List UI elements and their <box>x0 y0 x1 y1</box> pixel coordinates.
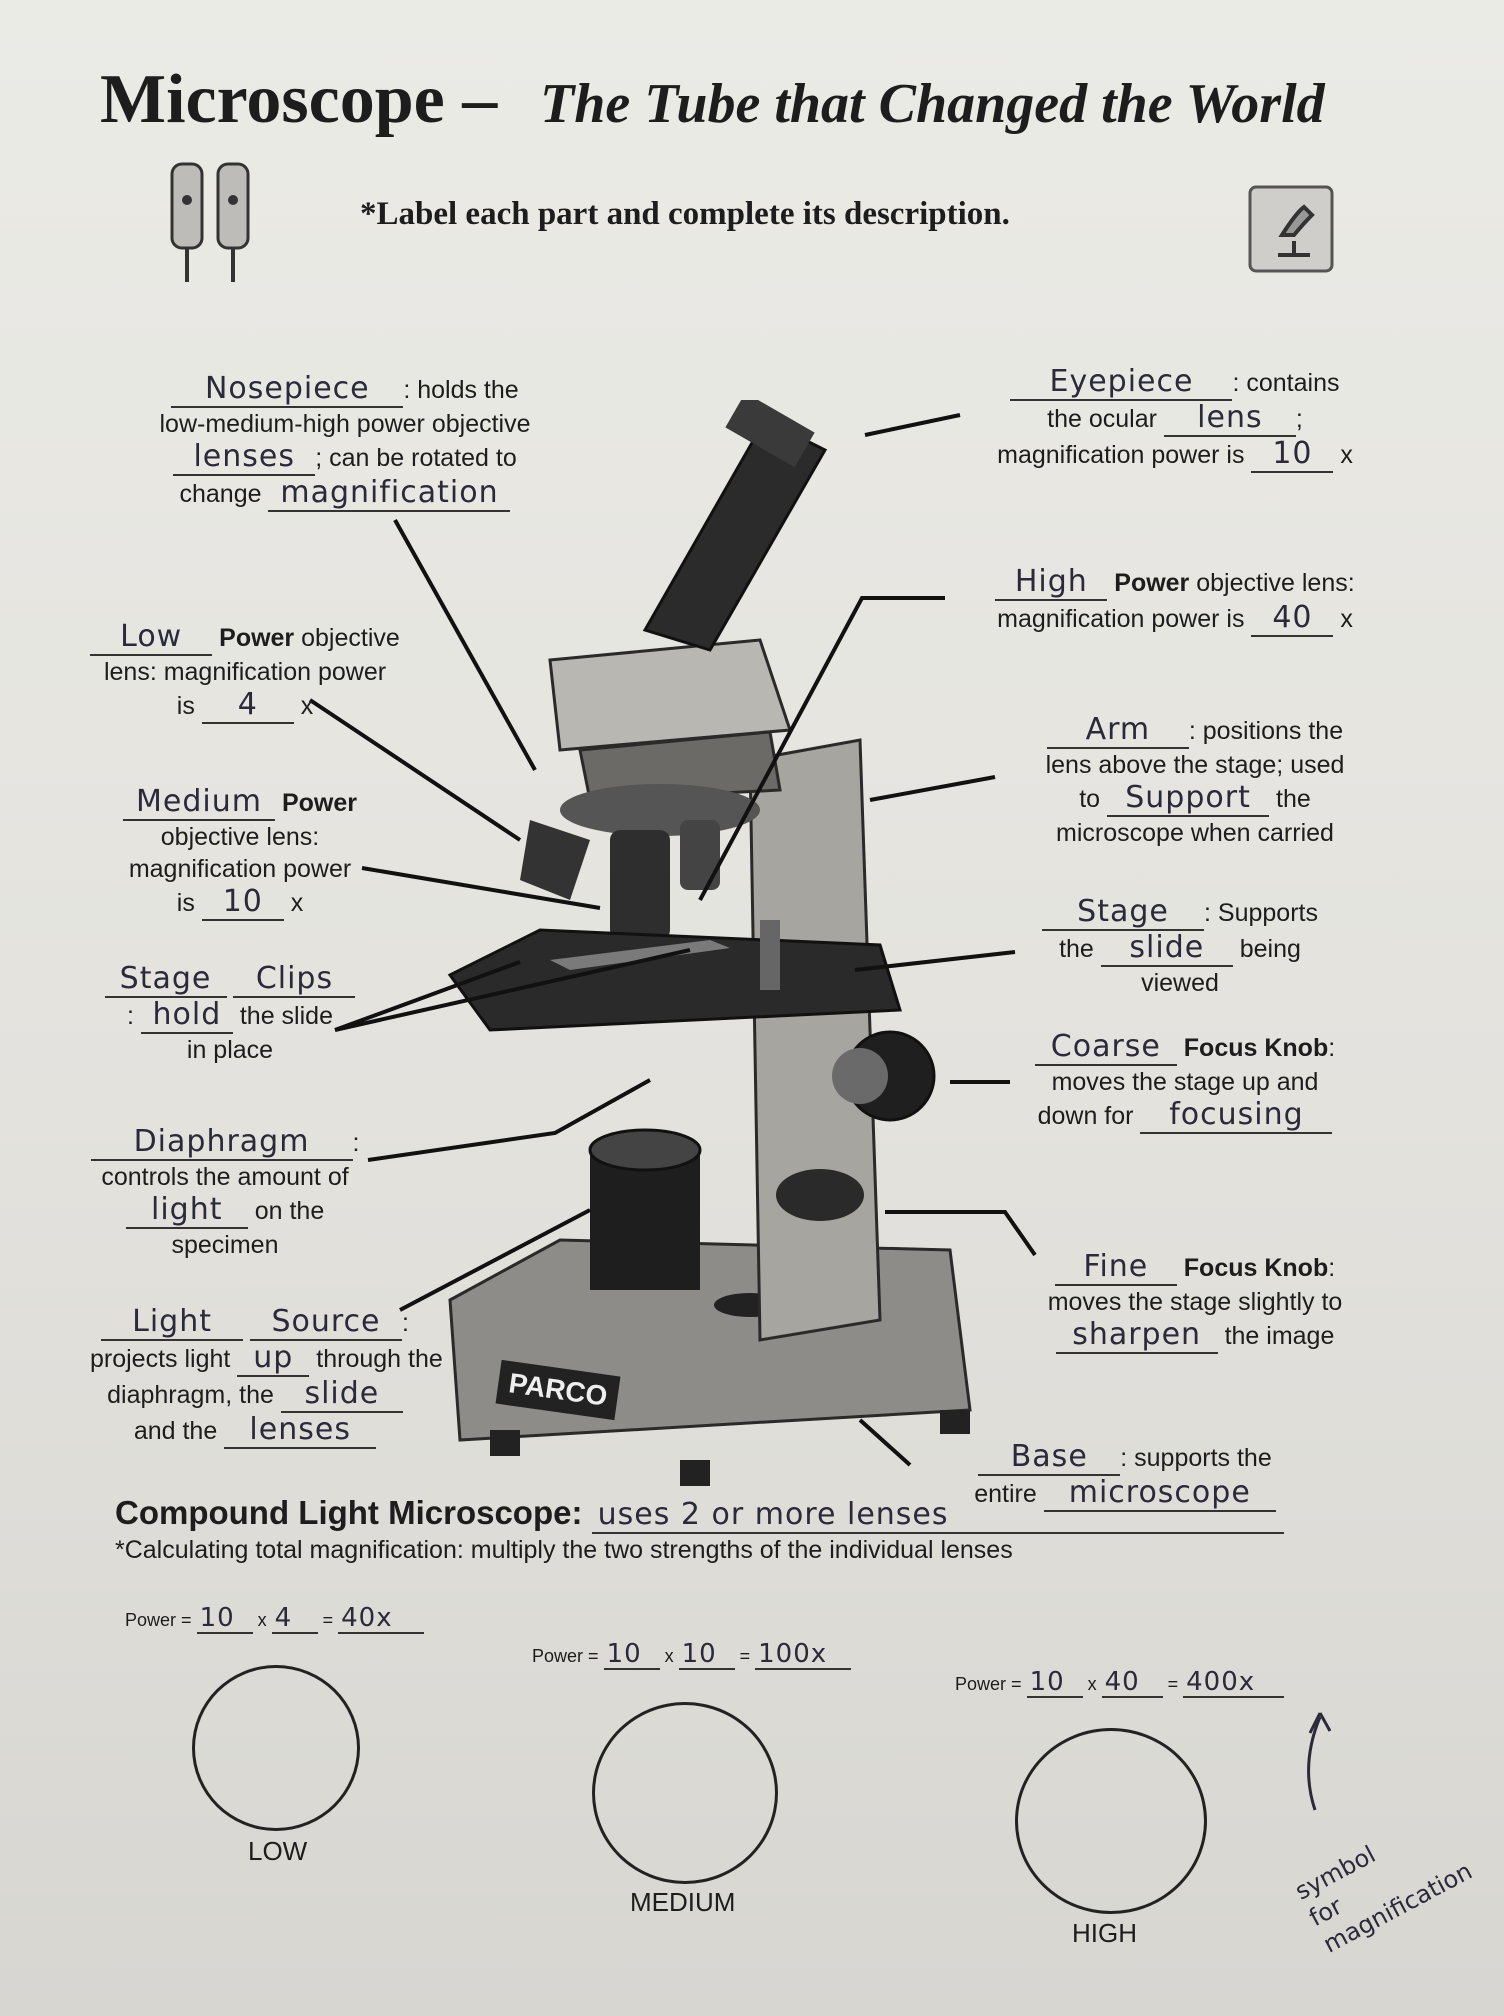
pointer-eyepiece <box>864 413 961 437</box>
stage-clips-label: Stage Clips : hold the slide in place <box>90 962 370 1066</box>
high-calc-result[interactable]: 400x <box>1183 1668 1285 1698</box>
page-subtitle: The Tube that Changed the World <box>540 73 1325 135</box>
eyepiece-answer[interactable]: Eyepiece <box>1010 365 1233 401</box>
page-title: Microscope – <box>100 61 498 138</box>
low-answer[interactable]: Low <box>90 620 213 656</box>
eyepiece-power-answer[interactable]: 10 <box>1251 437 1334 473</box>
low-calc-result[interactable]: 40x <box>338 1604 425 1634</box>
nosepiece-label: Nosepiece: holds the low-medium-high pow… <box>159 371 531 512</box>
nosepiece-lenses-answer[interactable]: lenses <box>173 440 316 476</box>
pointer-clips-2 <box>334 948 691 1032</box>
arm-support-answer[interactable]: Support <box>1107 781 1270 817</box>
compound-title: Compound Light Microscope: uses 2 or mor… <box>115 1494 1284 1534</box>
high-power-label: High Power objective lens: magnification… <box>995 564 1355 637</box>
medium-answer[interactable]: Medium <box>123 785 275 821</box>
power-calc-medium: Power = 10 x 10 = 100x <box>532 1640 852 1670</box>
pointer-arm <box>869 775 996 802</box>
microscope-illustration: PARCO <box>447 400 972 1486</box>
pointer-low <box>308 698 522 842</box>
arm-label: Arm: positions the lens above the stage;… <box>1045 712 1345 848</box>
medium-view-circle[interactable] <box>592 1702 778 1884</box>
light-lenses-answer[interactable]: lenses <box>224 1413 377 1449</box>
fine-focus-label: Fine Focus Knob: moves the stage slightl… <box>1047 1249 1343 1354</box>
source-answer[interactable]: Source <box>250 1305 402 1341</box>
stage-slide-answer[interactable]: slide <box>1100 931 1233 967</box>
low-power-answer[interactable]: 4 <box>201 688 294 724</box>
eyepiece-lens-answer[interactable]: lens <box>1163 401 1296 437</box>
clips-hold-answer[interactable]: hold <box>140 998 233 1034</box>
base-label: Base: supports the entire microscope <box>955 1440 1295 1512</box>
high-power-answer[interactable]: 40 <box>1251 601 1334 637</box>
high-caption: HIGH <box>1072 1918 1137 1948</box>
high-view-circle[interactable] <box>1015 1728 1207 1914</box>
power-calc-high: Power = 10 x 40 = 400x <box>955 1668 1285 1698</box>
nosepiece-magnification-answer[interactable]: magnification <box>268 476 511 512</box>
power-calc-low: Power = 10 x 4 = 40x <box>125 1604 425 1634</box>
clips-answer-1[interactable]: Stage <box>104 962 227 998</box>
high-answer[interactable]: High <box>995 565 1108 601</box>
medium-calc-b[interactable]: 10 <box>678 1640 735 1670</box>
fine-sharpen-answer[interactable]: sharpen <box>1055 1318 1218 1354</box>
pointer-base <box>858 1418 912 1467</box>
nosepiece-answer[interactable]: Nosepiece <box>171 372 404 408</box>
coarse-focus-label: Coarse Focus Knob: moves the stage up an… <box>1015 1030 1355 1134</box>
pointer-medium <box>361 866 601 910</box>
pointer-nosepiece <box>393 519 537 771</box>
low-caption: LOW <box>248 1836 308 1866</box>
diaphragm-light-answer[interactable]: light <box>125 1193 248 1229</box>
low-power-label: Low Power objective lens: magnification … <box>75 620 415 724</box>
instruction-text: *Label each part and complete its descri… <box>360 196 1010 232</box>
compound-answer[interactable]: uses 2 or more lenses <box>591 1498 1284 1534</box>
diaphragm-label: Diaphragm: controls the amount of light … <box>75 1125 375 1261</box>
stage-answer[interactable]: Stage <box>1042 895 1205 931</box>
base-microscope-answer[interactable]: microscope <box>1043 1476 1276 1512</box>
fine-answer[interactable]: Fine <box>1054 1250 1177 1286</box>
low-view-circle[interactable] <box>192 1665 360 1831</box>
coarse-focusing-answer[interactable]: focusing <box>1140 1098 1333 1134</box>
high-calc-a[interactable]: 10 <box>1026 1668 1083 1698</box>
light-up-answer[interactable]: up <box>237 1341 310 1377</box>
magnification-note: *Calculating total magnification: multip… <box>115 1536 1013 1564</box>
pointer-light <box>399 1208 591 1312</box>
medium-calc-result[interactable]: 100x <box>755 1640 852 1670</box>
eyepiece-label: Eyepiece: contains the ocular lens; magn… <box>997 364 1353 473</box>
clips-answer-2[interactable]: Clips <box>233 962 356 998</box>
medium-caption: MEDIUM <box>630 1887 736 1917</box>
medium-calc-a[interactable]: 10 <box>603 1640 660 1670</box>
stage-label: Stage: Supports the slide being viewed <box>1040 895 1320 999</box>
medium-power-label: Medium Power objective lens: magnificati… <box>100 785 380 921</box>
pointer-fine <box>885 1210 1037 1257</box>
high-calc-b[interactable]: 40 <box>1101 1668 1163 1698</box>
light-slide-answer[interactable]: slide <box>280 1377 403 1413</box>
pointer-diaphragm <box>367 1078 651 1162</box>
light-source-label: Light Source: projects light up through … <box>90 1304 443 1449</box>
pointer-high <box>698 596 945 901</box>
base-answer[interactable]: Base <box>978 1440 1121 1476</box>
coarse-answer[interactable]: Coarse <box>1034 1030 1177 1066</box>
arrow-icon <box>1307 1712 1332 1811</box>
slides-icon <box>170 162 250 282</box>
light-answer[interactable]: Light <box>101 1305 244 1341</box>
low-calc-a[interactable]: 10 <box>196 1604 253 1634</box>
pointer-stage <box>854 950 1016 972</box>
pointer-clips-1 <box>334 960 521 1032</box>
diaphragm-answer[interactable]: Diaphragm <box>90 1125 353 1161</box>
low-calc-b[interactable]: 4 <box>271 1604 318 1634</box>
microscope-icon <box>1248 185 1334 273</box>
arm-answer[interactable]: Arm <box>1046 713 1189 749</box>
medium-power-answer[interactable]: 10 <box>201 885 284 921</box>
